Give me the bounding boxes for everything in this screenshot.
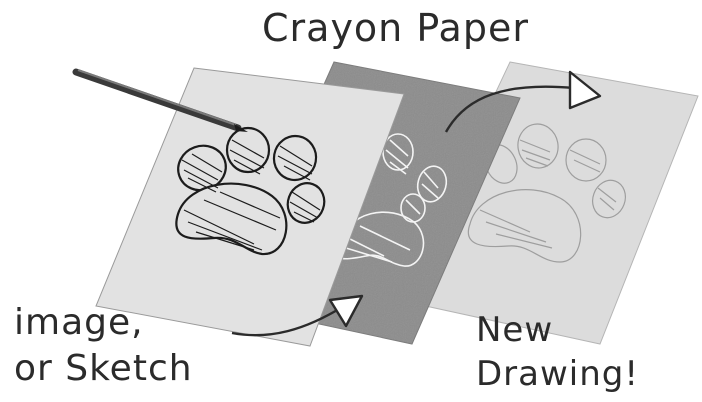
- left-label-line-2: or Sketch: [14, 346, 193, 392]
- right-label-line-1: New: [476, 308, 639, 352]
- diagram-title: Crayon Paper: [262, 6, 529, 50]
- left-label-line-1: image,: [14, 300, 193, 346]
- image-or-sketch-label: image, or Sketch: [14, 300, 193, 392]
- right-label-line-2: Drawing!: [476, 352, 639, 396]
- new-drawing-label: New Drawing!: [476, 308, 639, 396]
